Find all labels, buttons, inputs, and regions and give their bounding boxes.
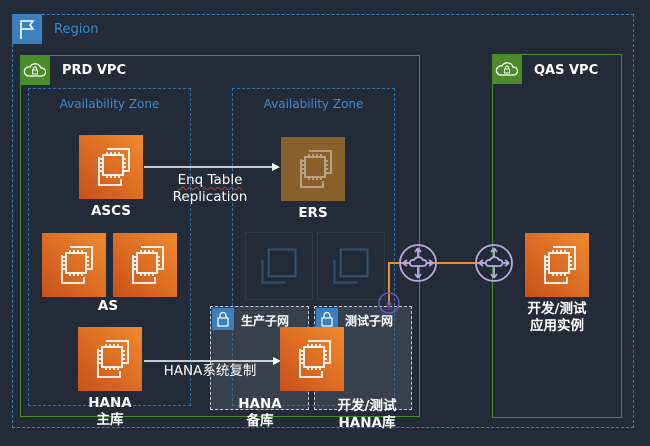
prd-vpc-label: PRD VPC — [62, 63, 126, 78]
qas-vpc — [492, 54, 622, 418]
as-instance-1[interactable] — [42, 233, 106, 297]
hana-replication-label: HANA系统复制 — [163, 363, 257, 379]
cloud-lock-icon — [20, 55, 50, 85]
hana-standby-label: HANA 备库 — [238, 396, 282, 429]
hana-primary-label: HANA 主库 — [88, 395, 132, 428]
as-instance-2[interactable] — [113, 233, 177, 297]
dev-test-app-label: 开发/测试 应用实例 — [527, 301, 587, 334]
cloud-lock-icon — [492, 54, 522, 84]
availability-zone-2 — [232, 88, 395, 406]
ec2-instance-icon — [132, 246, 164, 284]
ascs-label: ASCS — [90, 203, 132, 219]
ec2-instance-icon — [97, 340, 129, 378]
router-icon — [398, 243, 438, 287]
endpoint-icon: ϕ — [378, 292, 400, 314]
prd-vpc — [20, 55, 420, 417]
availability-zone-1-label: Availability Zone — [59, 97, 160, 111]
hana-replication-arrow — [144, 357, 281, 365]
availability-zone-1 — [28, 88, 191, 406]
ec2-instance-placeholder — [317, 232, 385, 300]
ec2-instance-icon — [300, 150, 332, 188]
ec2-instance-icon — [98, 148, 130, 186]
ec2-instance-icon — [544, 246, 576, 284]
availability-zone-2-label: Availability Zone — [263, 97, 364, 111]
qas-vpc-label: QAS VPC — [534, 63, 599, 78]
ec2-instance-icon — [61, 246, 93, 284]
lock-icon — [212, 308, 234, 330]
enq-replication-arrow — [144, 163, 280, 171]
ers-label: ERS — [298, 205, 328, 221]
flag-icon — [12, 14, 42, 44]
region-boundary — [12, 14, 634, 428]
ec2-instance-icon — [299, 340, 331, 378]
as-label: AS — [97, 298, 119, 314]
ascs-instance[interactable] — [79, 135, 143, 199]
router-icon — [474, 243, 514, 287]
dev-test-hana-label: 开发/测试 HANA库 — [337, 398, 397, 431]
lock-icon — [316, 308, 338, 330]
dev-test-app-instance[interactable] — [525, 233, 589, 297]
ers-instance[interactable] — [281, 137, 345, 201]
test-subnet-label: 测试子网 — [345, 314, 394, 328]
svg-text:ϕ: ϕ — [386, 300, 392, 310]
peering-connection-line — [388, 262, 495, 305]
hana-primary-instance[interactable] — [78, 327, 142, 391]
region-label: Region — [54, 22, 99, 37]
prod-subnet-label: 生产子网 — [241, 314, 290, 328]
enq-replication-label: Enq Table Replication — [172, 172, 248, 205]
ec2-instance-placeholder — [245, 232, 313, 300]
hana-standby-instance[interactable] — [280, 327, 344, 391]
